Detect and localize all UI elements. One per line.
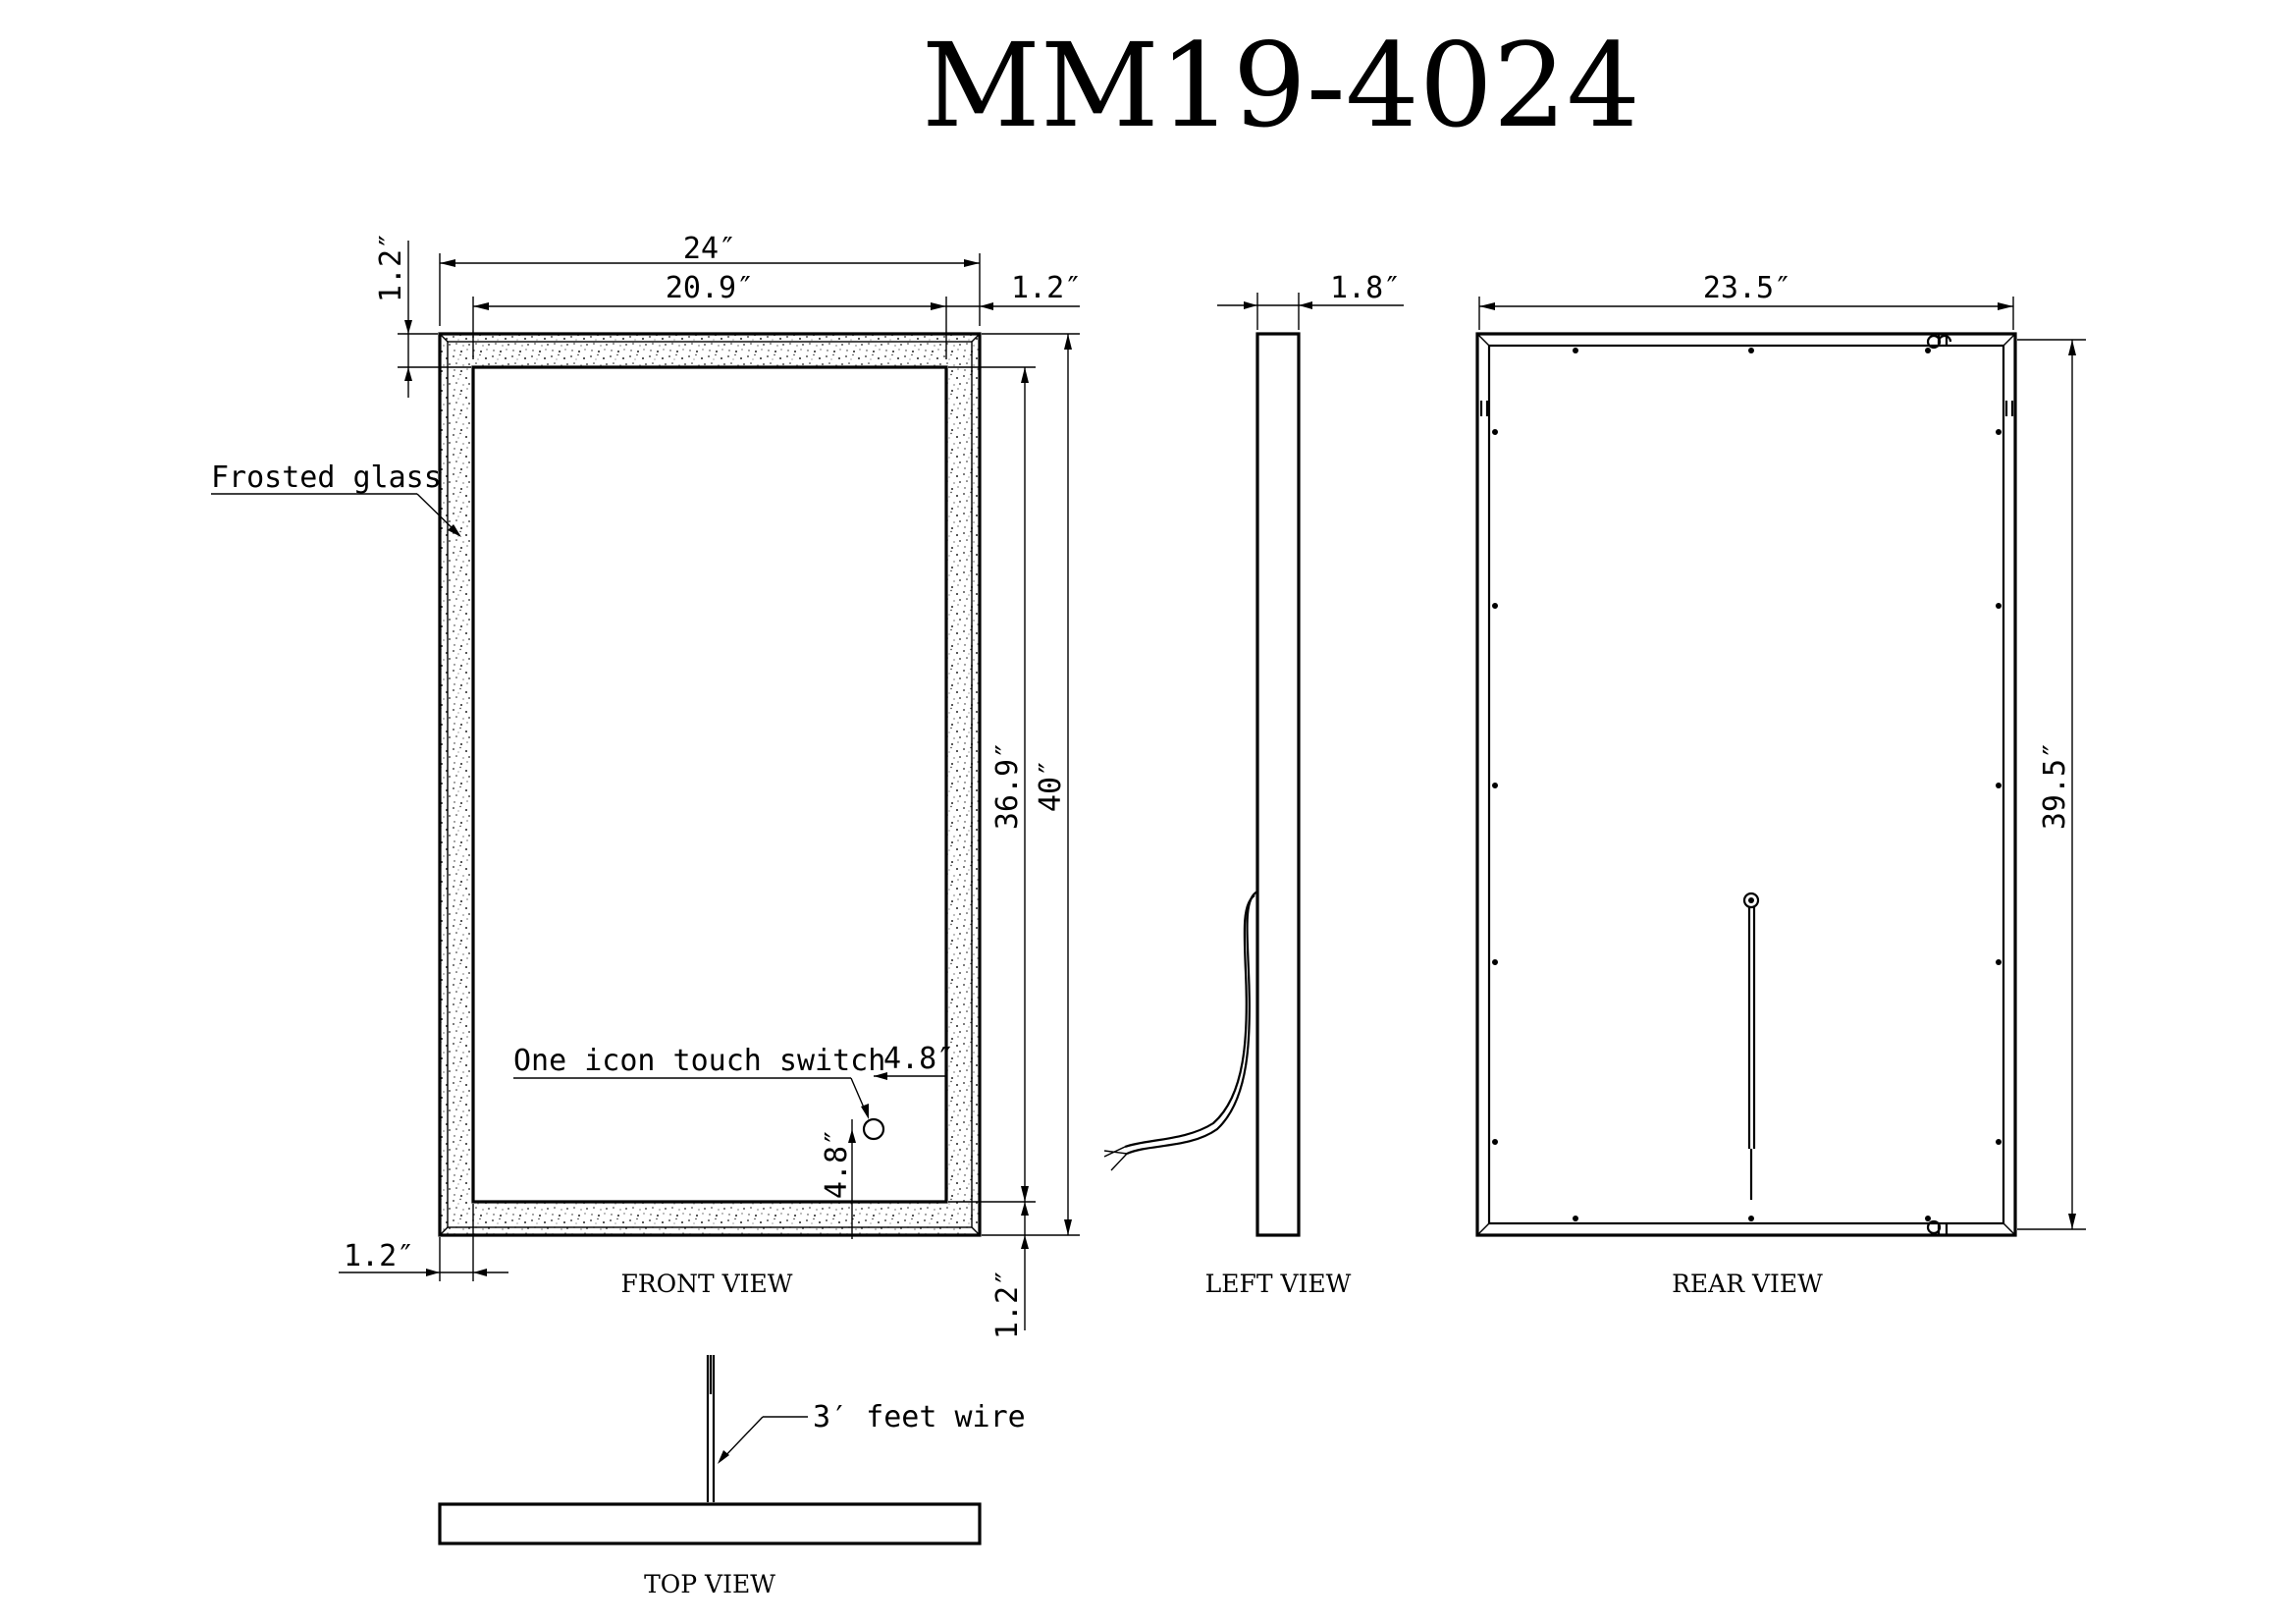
front-inner-width-dimension: 20.9″ [472,271,947,359]
rear-power-wire [1742,892,1760,1200]
front-view-label: FRONT VIEW [620,1270,792,1298]
top-view-label: TOP VIEW [644,1570,775,1598]
rear-view: 23.5″ 39.5″ REAR VIEW [1475,271,2086,1298]
front-left-frame-label: 1.2″ [344,1239,414,1273]
front-mirror-area [471,365,948,1204]
rear-width-dimension: 23.5″ [1478,271,2014,330]
front-view: 24″ 20.9″ 1.2″ 1.2″ [211,232,1082,1339]
wire-callout: 3′ feet wire [718,1400,1026,1464]
switch-right-label: 4.8″ [883,1042,954,1076]
switch-bottom-label: 4.8″ [820,1128,854,1199]
rear-hanger-bottom [1926,1219,1949,1235]
frosted-glass-callout: Frosted glass [211,460,461,537]
rear-view-label: REAR VIEW [1672,1270,1823,1298]
frosted-glass-band [440,334,980,1235]
rear-hook-right [2004,401,2014,416]
left-depth-dimension: 1.8″ [1217,271,1404,330]
front-inner-width-label: 20.9″ [666,271,754,305]
front-outer-frame [438,332,982,1237]
front-bottom-frame-dimension: 1.2″ [990,1202,1029,1339]
touch-switch-note: One icon touch switch [513,1044,885,1078]
rear-outer-frame [1475,332,2017,1237]
front-inner-height-dimension: 36.9″ [948,366,1036,1203]
front-width-label: 24″ [683,232,736,266]
switch-right-dimension: 4.8″ [874,1042,954,1080]
rear-height-label: 39.5″ [2038,741,2072,830]
touch-switch-icon [862,1117,885,1141]
front-left-frame-dimension: 1.2″ [339,1204,508,1281]
touch-switch-callout: One icon touch switch [513,1044,885,1119]
front-right-frame-dimension: 1.2″ [946,271,1082,310]
front-inner-height-label: 36.9″ [990,741,1025,830]
left-view: 1.8″ LEFT VIEW [1103,271,1404,1298]
front-height-dimension: 40″ [982,333,1080,1236]
left-power-wire [1126,891,1258,1156]
rear-inner-frame [1487,344,2005,1225]
top-power-wire [706,1355,716,1502]
front-height-label: 40″ [1034,759,1068,812]
drawing-title: MM19-4024 [922,18,1640,153]
front-top-frame-dimension: 1.2″ [374,232,471,398]
left-view-label: LEFT VIEW [1205,1270,1352,1298]
rear-screws [1492,348,2002,1221]
rear-height-dimension: 39.5″ [2017,339,2086,1230]
front-bottom-frame-label: 1.2″ [990,1269,1025,1339]
wire-note: 3′ feet wire [813,1400,1026,1434]
front-right-frame-label: 1.2″ [1011,271,1082,305]
rear-hook-left [1479,401,1489,416]
rear-hanger-top [1926,334,1952,350]
switch-bottom-dimension: 4.8″ [820,1119,856,1239]
top-profile [438,1502,982,1545]
left-depth-label: 1.8″ [1330,271,1401,305]
front-width-dimension: 24″ [439,232,981,326]
front-frame-inner-edge [447,341,973,1228]
top-view: 3′ feet wire TOP VIEW [438,1355,1026,1598]
left-side-profile [1255,332,1301,1237]
frosted-glass-note: Frosted glass [211,460,442,495]
front-top-frame-label: 1.2″ [374,232,408,302]
rear-width-label: 23.5″ [1703,271,1791,305]
